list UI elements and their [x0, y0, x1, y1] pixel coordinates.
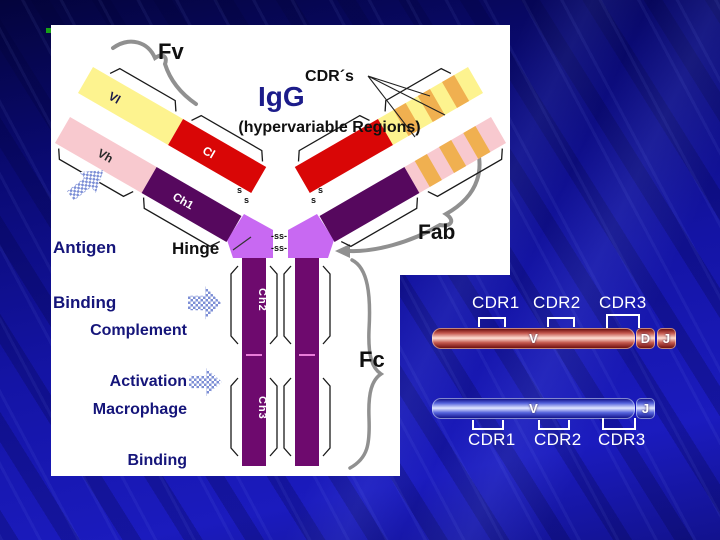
- heavy-chain-left-arm: Vh Ch1: [55, 117, 242, 248]
- green-dot: [46, 28, 51, 33]
- domain-label-ch2: Ch2: [256, 288, 268, 312]
- vl-domain: [78, 67, 184, 145]
- fab-arrowhead: [335, 244, 350, 258]
- domain-bracket: [297, 114, 370, 162]
- heavy-d-segment: D: [636, 328, 655, 349]
- domain-bracket: [427, 148, 503, 198]
- disulfide-s: s: [318, 185, 323, 195]
- cdrs-title: CDR´s: [305, 67, 354, 85]
- light-cdr1-bracket: [472, 420, 504, 430]
- ch3-bracket: [230, 377, 239, 457]
- fv-brace-curve: [111, 39, 198, 106]
- light-cdr3-label: CDR3: [598, 430, 646, 449]
- igg-title: IgG: [258, 81, 305, 112]
- ch2-bracket: [230, 265, 239, 345]
- disulfide-s: s: [244, 195, 249, 205]
- cdr-stripe: [414, 154, 442, 187]
- ch3-bracket: [269, 377, 278, 457]
- macrophage-binding-label: Macrophage Binding: [60, 366, 187, 487]
- light-cdr2-label: CDR2: [534, 430, 582, 449]
- domain-label-ch3: Ch3: [256, 396, 268, 420]
- fc-brace-curve: [348, 258, 385, 470]
- right-arm-mirror-group: [294, 67, 506, 248]
- cdr-stripe: [442, 75, 470, 108]
- heavy-cdr3-label: CDR3: [599, 293, 647, 312]
- vh-domain: [55, 117, 157, 193]
- light-chain-right: [294, 67, 483, 193]
- heavy-chain-right-arm: [319, 117, 506, 248]
- heavy-cdr1-bracket: [478, 317, 506, 327]
- cdr-pointer-lines: [367, 75, 446, 138]
- heavy-cdr2-bracket: [547, 317, 575, 327]
- domain-label-vh: Vh: [95, 146, 115, 166]
- cl-domain: [168, 119, 267, 193]
- hinge-label: Hinge: [172, 239, 220, 258]
- disulfide-s: s: [237, 185, 242, 195]
- heavy-chain-stalk-right: [295, 258, 319, 466]
- cdr-stripe: [417, 89, 445, 122]
- antigen-line1: Antigen: [53, 237, 117, 257]
- light-v-segment-label: V: [529, 401, 538, 416]
- fc-label: Fc: [359, 347, 385, 372]
- heavy-cdr3-bracket: [606, 314, 640, 328]
- domain-bracket: [384, 67, 452, 112]
- ch3-bracket: [322, 377, 331, 457]
- heavy-v-segment-label: V: [529, 331, 538, 346]
- heavy-chain-vdj-bar: V: [432, 328, 635, 349]
- antigen-binding-label: Antigen Binding: [53, 202, 116, 331]
- domain-bracket: [109, 67, 177, 112]
- antigen-line2: Binding: [53, 292, 117, 312]
- heavy-chain-stalk-left: [242, 258, 266, 466]
- ch1-domain-right: [319, 167, 420, 242]
- light-cdr3-bracket: [602, 418, 636, 430]
- ch2-bracket: [269, 265, 278, 345]
- cdrs-label: CDR´s (hypervariable Regions): [222, 33, 437, 154]
- stalk-divider-left: [246, 354, 262, 356]
- macrophage-line2: Binding: [127, 452, 187, 470]
- domain-bracket: [340, 197, 419, 248]
- heavy-j-segment-label: J: [662, 331, 671, 346]
- light-j-segment: J: [636, 398, 655, 419]
- fv-label: Fv: [158, 39, 184, 64]
- ch2-bracket: [283, 265, 292, 345]
- fab-label: Fab: [418, 221, 456, 244]
- heavy-cdr2-label: CDR2: [533, 293, 581, 312]
- ch1-domain: [141, 167, 242, 242]
- light-j-segment-label: J: [641, 401, 650, 416]
- complement-line1: Complement: [90, 321, 187, 339]
- hinge-disulfide-row: -ss-: [271, 243, 287, 253]
- domain-bracket: [191, 114, 264, 162]
- cdr-stripe: [393, 103, 421, 136]
- ch2-bracket: [322, 265, 331, 345]
- complement-line2: Activation: [109, 373, 187, 391]
- cdr-stripe: [439, 140, 467, 173]
- cl-domain-right: [294, 119, 393, 193]
- cdrs-subtitle: (hypervariable Regions): [238, 119, 421, 137]
- domain-bracket: [142, 197, 221, 248]
- fab-brace-curve: [347, 133, 482, 254]
- hinge-left: [227, 214, 273, 258]
- ch3-bracket: [283, 377, 292, 457]
- disulfide-s: s: [311, 195, 316, 205]
- macrophage-line1: Macrophage: [92, 400, 187, 418]
- light-chain-vj-bar: V: [432, 398, 635, 419]
- light-chain-left: Vl Cl: [78, 67, 267, 193]
- hinge-pointer-line: [232, 236, 252, 251]
- light-cdr1-label: CDR1: [468, 430, 516, 449]
- cdr-stripe: [463, 126, 491, 159]
- light-cdr2-bracket: [538, 420, 570, 430]
- stalk-divider-right: [299, 354, 315, 356]
- hinge-disulfide-row: -ss-: [271, 231, 287, 241]
- heavy-cdr1-label: CDR1: [472, 293, 520, 312]
- heavy-d-segment-label: D: [640, 331, 651, 346]
- hinge-right: [288, 214, 334, 258]
- heavy-j-segment: J: [657, 328, 676, 349]
- complement-activation-label: Complement Activation: [60, 287, 187, 408]
